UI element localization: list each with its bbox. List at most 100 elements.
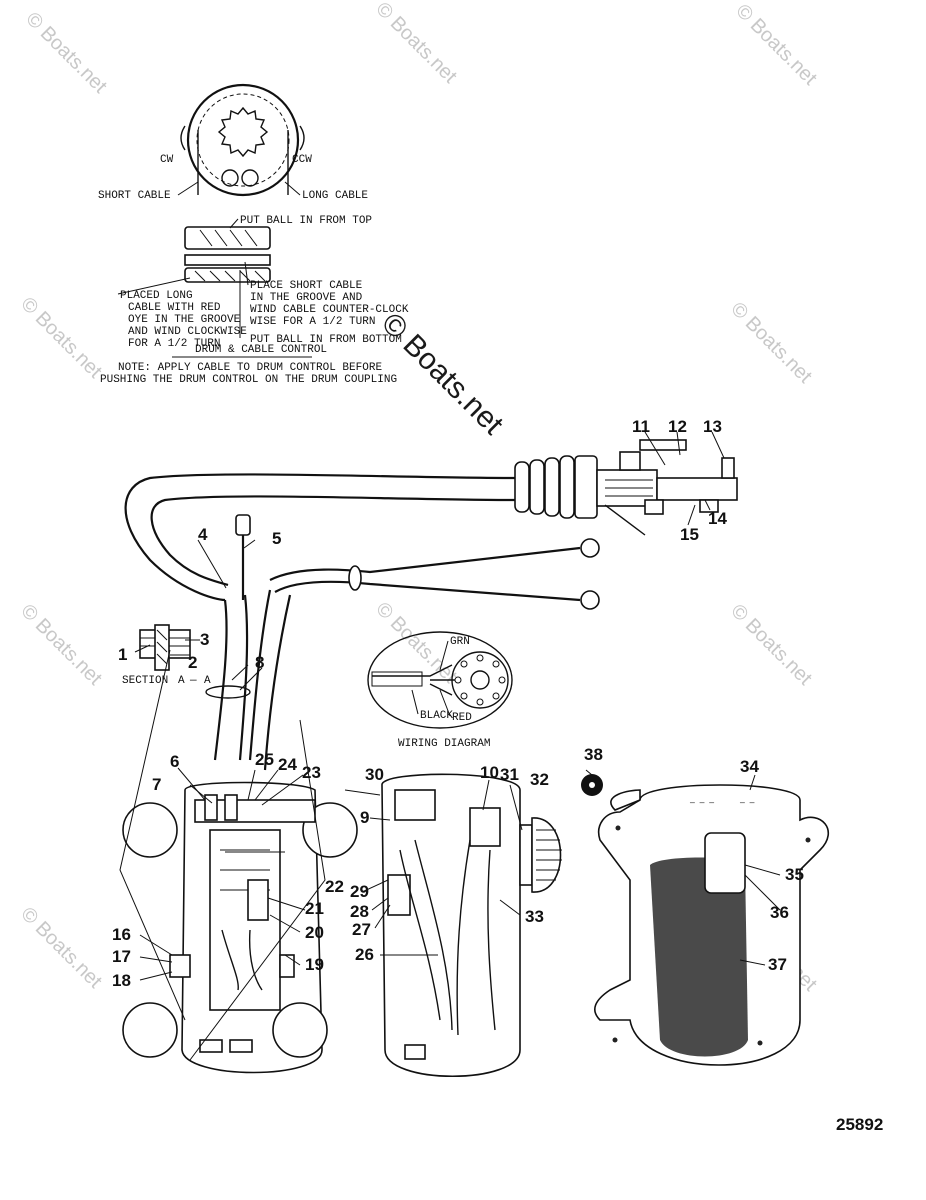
drum-hatching [199, 229, 258, 247]
pedal-top: — — — — — [581, 774, 829, 1066]
callout-4: 4 [198, 525, 208, 544]
callout-26: 26 [355, 945, 374, 964]
callout-14: 14 [708, 509, 727, 528]
callout-38: 38 [584, 745, 603, 764]
wire-label-black: BLACK [420, 710, 453, 722]
callout-22: 22 [325, 877, 344, 896]
cable-bundle [213, 599, 228, 761]
callout-leaders [134, 431, 781, 981]
power-lead [269, 546, 581, 581]
drum-detail: CW CCW SHORT CABLE LONG CABLE PUT BALL I… [98, 83, 409, 386]
section-label: SECTION [122, 675, 168, 687]
cable-bundle [238, 594, 249, 761]
cable-sheath-4-inner [150, 495, 516, 587]
note-line: IN THE GROOVE AND [250, 292, 363, 304]
drum-side-groove [184, 254, 271, 266]
drum-rim [519, 824, 533, 886]
watermark: © Boats.net [726, 298, 816, 388]
cable-bundle [263, 594, 292, 771]
connector-wire [604, 504, 646, 536]
watermark: © Boats.net [726, 600, 816, 690]
section-letter: A [204, 675, 211, 687]
connector-face [451, 651, 509, 709]
part-number: 25892 [836, 1115, 883, 1134]
callout-36: 36 [770, 903, 789, 922]
drum-caption: DRUM & CABLE CONTROL [195, 344, 327, 356]
note-line: PLACE SHORT CABLE [250, 280, 363, 292]
connector-wires [605, 479, 653, 497]
note-line: CABLE WITH RED [128, 302, 221, 314]
connector-tab [699, 499, 719, 513]
callout-35: 35 [785, 865, 804, 884]
callout-5: 5 [272, 529, 281, 548]
circuit-board [209, 829, 281, 1011]
callouts: 1 2 3 4 5 6 7 8 9 10 11 12 13 14 15 16 1… [112, 417, 804, 990]
wiring-leads [372, 664, 455, 696]
ring-terminal [580, 538, 600, 558]
note-text: PUSHING THE DRUM CONTROL ON THE DRUM COU… [100, 374, 397, 386]
connector-pin [619, 451, 641, 471]
ring-terminal [580, 590, 600, 610]
callout-12: 12 [668, 417, 687, 436]
spring [224, 794, 238, 821]
callout-34: 34 [740, 757, 759, 776]
callout-25: 25 [255, 750, 274, 769]
lead-sheath-end [348, 565, 362, 591]
drum-hatching [194, 270, 266, 282]
spring [204, 794, 218, 821]
watermark: © Boats.net [16, 293, 106, 383]
section-lines [119, 649, 326, 1061]
roller [302, 802, 358, 858]
callout-18: 18 [112, 971, 131, 990]
callout-29: 29 [350, 882, 369, 901]
section-dash: — [189, 675, 197, 687]
cable-tie-8 [205, 685, 251, 699]
rotation-arrows [180, 125, 305, 151]
callout-6: 6 [170, 752, 179, 771]
callout-23: 23 [302, 763, 321, 782]
callout-2: 2 [188, 653, 197, 672]
callout-30: 30 [365, 765, 384, 784]
gear-icon [217, 106, 269, 158]
callout-9: 9 [360, 808, 369, 827]
long-cable-label: LONG CABLE [302, 190, 368, 202]
connector-block [656, 477, 738, 501]
section-a-a: SECTION A — A [122, 624, 211, 687]
leader-line [229, 218, 239, 229]
leader-line [284, 181, 301, 196]
pedal-housing [381, 773, 521, 1077]
roller [122, 1002, 178, 1058]
callout-17: 17 [112, 947, 131, 966]
put-ball-top-label: PUT BALL IN FROM TOP [240, 215, 372, 227]
connector-pins [454, 654, 506, 706]
callout-37: 37 [768, 955, 787, 974]
clip [169, 954, 191, 978]
callout-33: 33 [525, 907, 544, 926]
section-letter: A [178, 675, 185, 687]
clip [279, 954, 295, 978]
drum-knob-32 [531, 817, 562, 893]
callout-3: 3 [200, 630, 209, 649]
callout-1: 1 [118, 645, 127, 664]
cw-label: CW [160, 154, 174, 166]
callout-13: 13 [703, 417, 722, 436]
callout-19: 19 [305, 955, 324, 974]
svg-text:— —: — — [739, 799, 755, 808]
cable-ball [221, 169, 239, 187]
callout-16: 16 [112, 925, 131, 944]
callout-10: 10 [480, 763, 499, 782]
item-5-plug [235, 514, 251, 536]
wire-label-grn: GRN [450, 636, 470, 648]
power-lead [274, 580, 581, 602]
cable-ball [241, 169, 259, 187]
put-ball-bottom-label: PUT BALL IN FROM BOTTOM [250, 334, 402, 346]
drum-side-bottom [184, 267, 271, 283]
switch-cover-35 [704, 832, 746, 894]
callout-31: 31 [500, 765, 519, 784]
wire-label-red: RED [452, 712, 472, 724]
connector-pin [639, 439, 687, 451]
drum-outer [186, 83, 300, 197]
roller [272, 1002, 328, 1058]
callout-24: 24 [278, 755, 297, 774]
drum-inner [196, 93, 290, 187]
